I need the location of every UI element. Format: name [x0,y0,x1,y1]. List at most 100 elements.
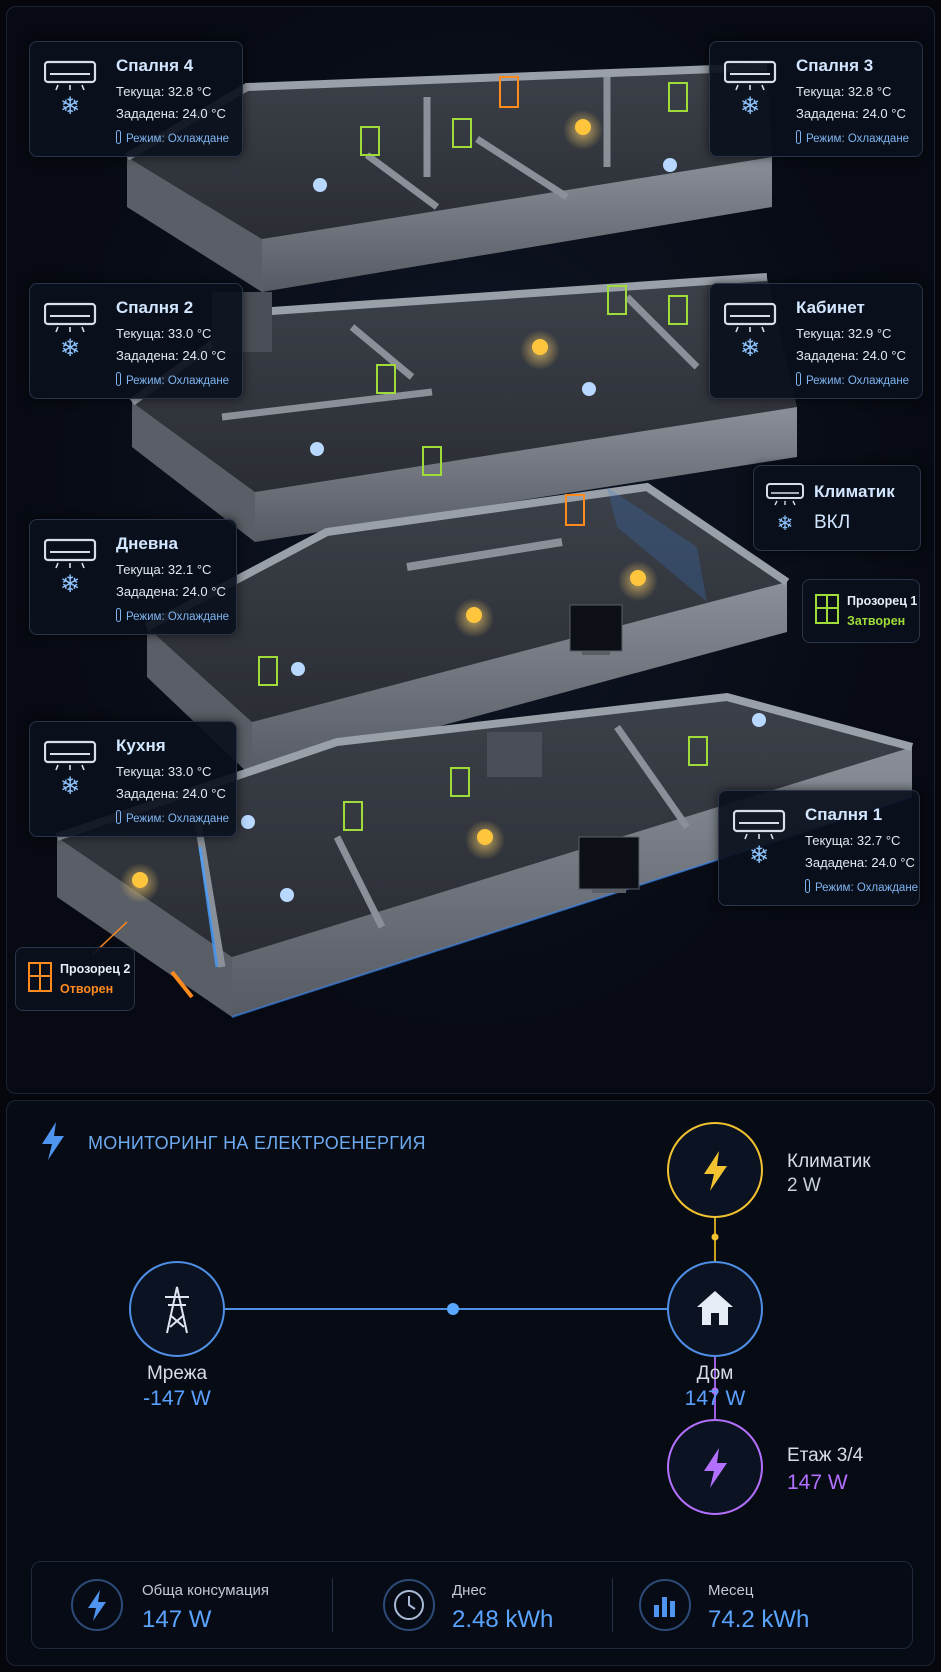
light-bulb-off-icon [280,888,294,902]
house-icon [697,1291,733,1325]
door-sensor-closed-icon [343,801,363,831]
thermometer-icon [796,372,801,386]
door-sensor-open-icon [565,494,585,526]
air-conditioner-icon: ❄ [766,483,804,535]
hvac-mode-label: Режим: Охлаждане [126,611,230,623]
hvac-mode: Режим: Охлаждане [116,372,229,387]
target-temperature: Зададена: 24.0 °C [796,106,906,121]
room-card-bedroom-1[interactable]: ❄ Спалня 1 Текуща: 32.7 °C Зададена: 24.… [718,790,920,906]
stat-month-label: Месец [708,1582,754,1599]
air-conditioner-icon: ❄ [724,60,777,120]
current-temperature: Текуща: 32.7 °C [805,833,901,848]
room-name: Спалня 1 [805,805,883,824]
stat-month-value: 74.2 kWh [708,1606,810,1633]
room-name: Спалня 4 [116,56,194,75]
grid-label: Мрежа [146,1363,208,1384]
grid-node[interactable] [129,1261,225,1357]
stat-today-value: 2.48 kWh [452,1606,554,1633]
air-conditioner-icon: ❄ [44,538,97,598]
open-window-marker [170,970,194,999]
door-sensor-closed-icon [668,295,688,325]
tv-icon [578,836,640,893]
current-temperature: Текуща: 33.0 °C [116,326,212,341]
room-name: Спалня 3 [796,56,874,75]
light-bulb-off-icon [310,442,324,456]
floor-3 [129,273,797,542]
air-conditioner-icon: ❄ [44,302,97,362]
energy-title: МОНИТОРИНГ НА ЕЛЕКТРОЕНЕРГИЯ [88,1133,426,1153]
door-sensor-closed-icon [452,118,472,148]
hvac-mode: Режим: Охлаждане [116,608,229,623]
target-temperature: Зададена: 24.0 °C [116,584,226,599]
window-icon [815,594,839,624]
light-bulb-on-icon [120,863,160,903]
window-state: Затворен [847,614,906,628]
flow-dot [447,1303,459,1315]
air-conditioner-icon: ❄ [733,809,786,869]
energy-flow-diagram [129,1122,763,1515]
door-sensor-closed-icon [258,656,278,686]
room-name: Кухня [116,736,166,755]
energy-stats-bar: Обща консумация 147 W Днес 2.48 kWh Месе… [31,1561,913,1649]
svg-text:❄: ❄ [740,92,760,120]
target-temperature: Зададена: 24.0 °C [796,348,906,363]
target-temperature: Зададена: 24.0 °C [116,106,226,121]
room-card-living-room[interactable]: ❄ Дневна Текуща: 32.1 °C Зададена: 24.0 … [29,519,237,635]
light-bulb-on-icon [618,561,658,601]
hvac-mode: Режим: Охлаждане [805,879,918,894]
current-temperature: Текуща: 32.8 °C [116,84,212,99]
svg-text:❄: ❄ [740,334,760,362]
door-sensor-closed-icon [688,736,708,766]
ac-node[interactable] [667,1122,763,1218]
current-temperature: Текуща: 33.0 °C [116,764,212,779]
grid-value: -147 W [143,1387,211,1410]
light-bulb-on-icon [465,820,505,860]
room-card-bedroom-4[interactable]: ❄ Спалня 4 Текуща: 32.8 °C Зададена: 24.… [29,41,243,157]
clock-icon [383,1579,435,1631]
power-tower-icon [165,1286,189,1334]
room-card-bedroom-2[interactable]: ❄ Спалня 2 Текуща: 33.0 °C Зададена: 24.… [29,283,243,399]
home-label: Дом [696,1363,734,1384]
thermometer-icon [116,810,121,824]
thermometer-icon [116,608,121,622]
hvac-mode-label: Режим: Охлаждане [126,133,230,145]
svg-text:❄: ❄ [749,841,769,869]
stairs [487,732,542,777]
stat-total-label: Обща консумация [142,1582,270,1599]
lightning-icon [704,1448,727,1488]
room-card-bedroom-3[interactable]: ❄ Спалня 3 Текуща: 32.8 °C Зададена: 24.… [709,41,923,157]
light-bulb-off-icon [241,815,255,829]
stat-total-value: 147 W [142,1606,212,1633]
current-temperature: Текуща: 32.9 °C [796,326,892,341]
window-icon [28,962,52,992]
house-floorplan-panel: ❄ Спалня 4 Текуща: 32.8 °C Зададена: 24.… [6,6,935,1094]
hvac-mode-label: Режим: Охлаждане [806,375,910,387]
stats-divider [332,1578,333,1632]
window-name: Прозорец 2 [60,962,131,976]
room-name: Дневна [116,534,179,553]
hvac-mode-label: Режим: Охлаждане [815,882,919,894]
door-sensor-closed-icon [422,446,442,476]
room-card-kitchen[interactable]: ❄ Кухня Текуща: 33.0 °C Зададена: 24.0 °… [29,721,237,837]
floor-value: 147 W [787,1471,848,1494]
home-node[interactable] [667,1261,763,1357]
room-name: Кабинет [796,298,865,317]
stat-today-label: Днес [452,1582,487,1599]
current-temperature: Текуща: 32.1 °C [116,562,212,577]
door-sensor-closed-icon [607,285,627,315]
floor-connector-dot [711,1387,719,1395]
window-2-card[interactable]: Прозорец 2 Отворен [15,947,135,1011]
svg-text:❄: ❄ [60,772,80,800]
ac-connector-dot [711,1233,719,1241]
climate-title: Климатик [814,482,895,501]
door-sensor-closed-icon [360,126,380,156]
floor-node[interactable] [667,1419,763,1515]
climate-state: ВКЛ [814,512,851,533]
light-bulb-on-icon [520,330,560,370]
current-temperature: Текуща: 32.8 °C [796,84,892,99]
room-card-office[interactable]: ❄ Кабинет Текуща: 32.9 °C Зададена: 24.0… [709,283,923,399]
window-1-card[interactable]: Прозорец 1 Затворен [802,579,920,643]
target-temperature: Зададена: 24.0 °C [116,786,226,801]
air-conditioner-icon: ❄ [44,60,97,120]
climate-toggle-card[interactable]: ❄ Климатик ВКЛ [753,465,921,551]
